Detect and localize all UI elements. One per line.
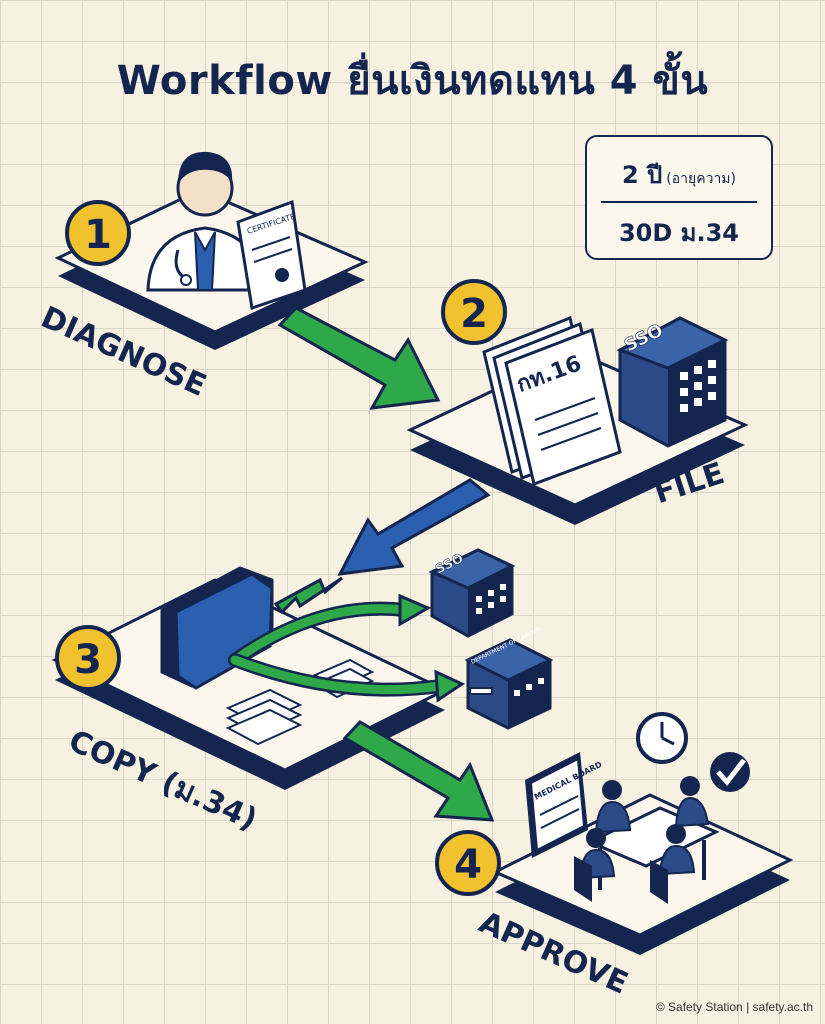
page-title: Workflow ยื่นเงินทดแทน 4 ขั้น [116, 58, 709, 104]
certificate-icon: CERTIFICATE [236, 199, 307, 310]
step-1-number: 1 [84, 212, 112, 258]
sso-building-small-icon: SSO [428, 548, 516, 638]
arrow-3-to-4 [342, 720, 495, 822]
step-4-badge [435, 830, 501, 896]
deadline-info: 30D ม.34 [618, 219, 739, 247]
step-3-number: 3 [74, 637, 102, 683]
step-1-badge [65, 200, 131, 266]
arrow-2-to-3 [337, 478, 491, 576]
limitation-period: 2 ปี [621, 161, 663, 189]
meeting-table-icon [574, 776, 720, 904]
doctor-icon [146, 151, 264, 292]
clipboard-icon: MEDICAL BOARD [525, 752, 604, 858]
step-3-badge [55, 625, 121, 691]
distribution-arrows [228, 576, 466, 703]
info-box: 2 ปี(อายุความ) 30D ม.34 [585, 135, 773, 260]
checkmark-icon [710, 752, 750, 792]
info-divider [601, 201, 757, 203]
info-line-1: 2 ปี(อายุความ) [587, 155, 771, 194]
step-2-badge [441, 279, 507, 345]
limitation-note: (อายุความ) [666, 171, 736, 187]
labour-department-building-icon: DEPARTMENT OF LABOUR [464, 626, 554, 730]
document-stack-icon: กท.16 [482, 315, 622, 487]
clock-icon [636, 712, 688, 764]
credit-text: © Safety Station | safety.ac.th [655, 1000, 813, 1014]
sso-building-icon: SSO [616, 316, 729, 448]
arrow-1-to-2 [277, 306, 441, 410]
step-2-number: 2 [460, 291, 488, 337]
step-4-number: 4 [454, 842, 482, 888]
